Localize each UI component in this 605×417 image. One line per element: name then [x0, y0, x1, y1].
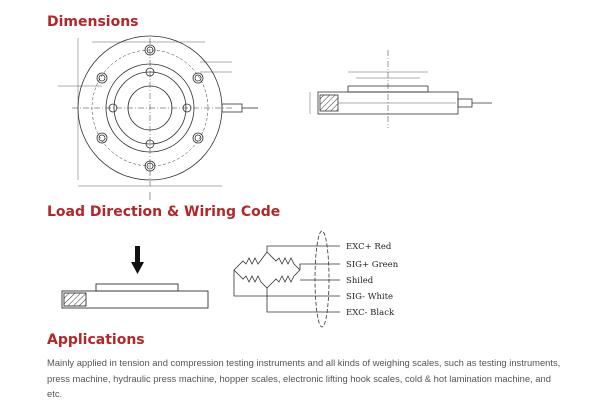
- wire-label-sig-plus: SIG+ Green: [346, 260, 399, 270]
- wire-label-exc-plus: EXC+ Red: [346, 242, 392, 252]
- side-view-drawing: [309, 50, 492, 128]
- dimensions-heading: Dimensions: [47, 14, 139, 30]
- wire-label-sig-minus: SIG- White: [346, 292, 393, 302]
- load-direction-heading: Load Direction & Wiring Code: [47, 204, 281, 220]
- applications-text: Mainly applied in tension and compressio…: [47, 357, 561, 399]
- top-view-drawing: [58, 35, 258, 200]
- wire-label-exc-minus: EXC- Black: [346, 308, 395, 318]
- down-arrow-icon: [131, 262, 144, 274]
- load-direction-drawing: [61, 246, 209, 309]
- applications-heading: Applications: [47, 332, 145, 348]
- wiring-diagram: [233, 230, 340, 328]
- wiring-labels: EXC+ Red SIG+ Green Shiled SIG- White EX…: [346, 242, 399, 318]
- wire-label-shield: Shiled: [346, 276, 374, 286]
